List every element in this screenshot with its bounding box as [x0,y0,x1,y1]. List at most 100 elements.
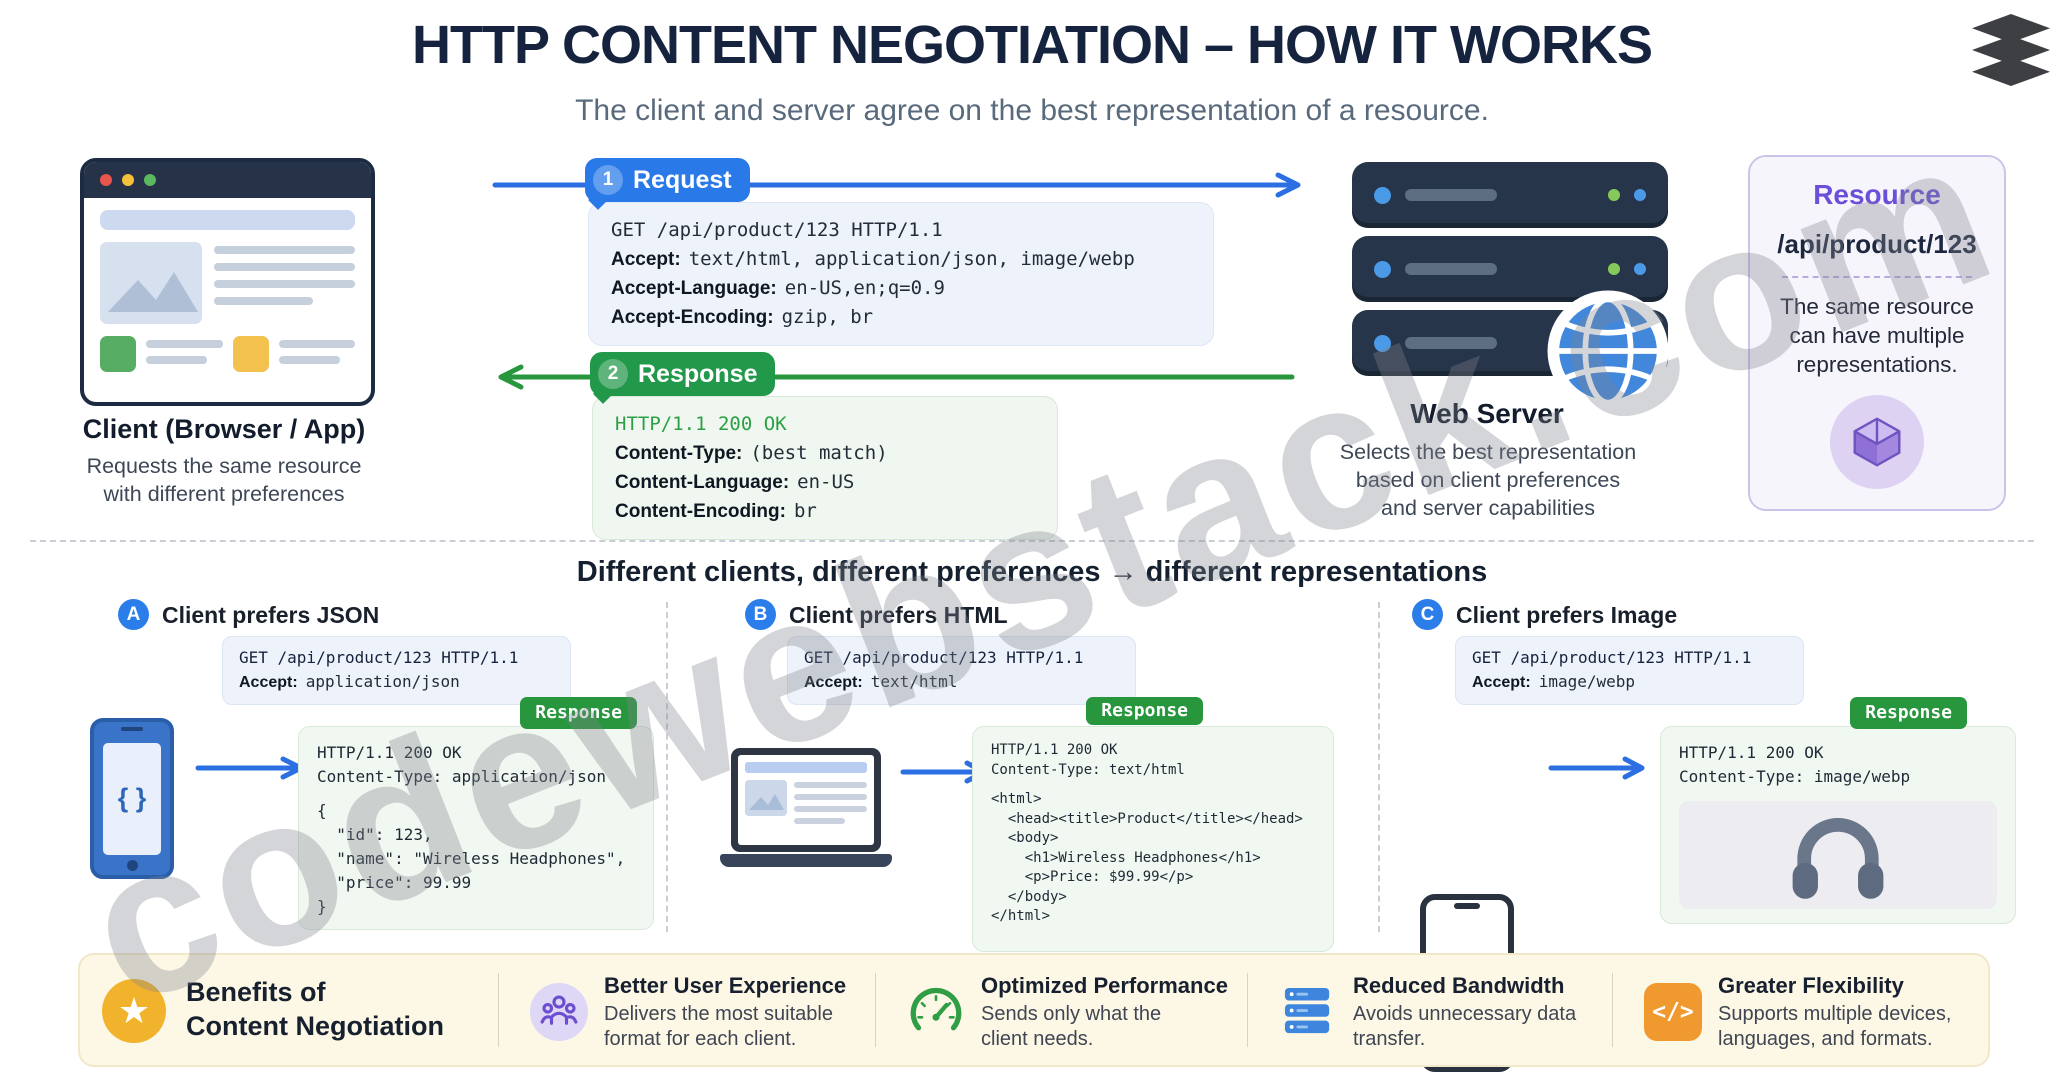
scenario-a-request-box: GET /api/product/123 HTTP/1.1 Accept:app… [222,636,571,705]
benefits-title: Benefits of Content Negotiation [186,977,444,1041]
html-body: <html> <head><title>Product</title></hea… [991,791,1303,924]
client-browser-illustration [80,158,375,406]
benefit-title: Greater Flexibility [1718,973,1904,998]
request-line: Accept:image/webp [1472,672,1636,691]
scenarios-heading: Different clients, different preferences… [576,556,1488,588]
scenario-c-arrow [1548,756,1645,780]
json-body: { "id": 123, "name": "Wireless Headphone… [317,801,626,916]
client-caption: Requests the same resource with differen… [86,454,362,506]
page-subtitle: The client and server agree on the best … [575,94,1489,127]
benefit-item: </> Greater Flexibility Supports multipl… [1644,955,1983,1069]
browser-page [84,198,371,384]
client-title: Client (Browser / App) [82,414,366,444]
scenario-a-response-box: Response HTTP/1.1 200 OK Content-Type: a… [298,697,654,930]
smartphone-json-icon: { } [90,718,174,879]
scenario-c-response-box: Response HTTP/1.1 200 OK Content-Type: i… [1660,697,2016,924]
headphones-image [1679,801,1997,909]
step-label: Response [638,359,758,388]
step-number: 1 [593,165,623,195]
page-title: HTTP CONTENT NEGOTIATION – HOW IT WORKS [412,15,1653,75]
request-line: Accept-Encoding:gzip, br [611,306,874,328]
image-placeholder-icon [100,242,202,324]
scenario-a-arrow [195,756,304,780]
request-line: GET /api/product/123 HTTP/1.1 [239,648,519,667]
scenario-b-title: Client prefers HTML [789,602,1008,628]
benefits-divider [498,973,499,1047]
request-headers-box: GET /api/product/123 HTTP/1.1 Accept:tex… [588,202,1214,346]
response-badge: Response [1850,697,1967,729]
request-line: GET /api/product/123 HTTP/1.1 [804,648,1084,667]
server-title: Web Server [1410,398,1564,429]
request-line: Accept:application/json [239,672,460,691]
request-line: Accept:text/html [804,672,958,691]
response-status: HTTP/1.1 200 OK [317,743,462,762]
benefit-item: Optimized Performance Sends only what th… [907,955,1228,1069]
scenario-b-response-box: Response HTTP/1.1 200 OK Content-Type: t… [972,697,1334,952]
window-dot-green [144,174,156,186]
star-icon: ★ [102,979,166,1043]
step-label: Request [633,165,732,194]
benefit-item: Better User Experience Delivers the most… [530,955,849,1069]
request-step-badge: 1 Request [585,158,750,202]
benefits-divider [1612,973,1613,1047]
scenario-c-request-box: GET /api/product/123 HTTP/1.1 Accept:ima… [1455,636,1804,705]
green-tile [100,336,136,372]
response-line: Content-Encoding:br [615,500,817,522]
response-badge: Response [520,697,637,729]
response-headers-box: HTTP/1.1 200 OK Content-Type:(best match… [592,396,1058,540]
braces-glyph: { } [103,742,161,855]
resource-caption: The same resource can have multiple repr… [1780,294,1974,377]
benefit-desc: Delivers the most suitable format for ea… [604,1003,833,1050]
request-line: Accept-Language:en-US,en;q=0.9 [611,277,945,299]
yellow-tile [232,336,269,372]
column-divider [666,602,668,932]
laptop-icon [720,748,892,867]
response-status: HTTP/1.1 200 OK [1679,743,1824,762]
benefit-desc: Supports multiple devices, languages, an… [1718,1003,1952,1050]
browser-titlebar [84,162,371,198]
scenario-b-request-box: GET /api/product/123 HTTP/1.1 Accept:tex… [787,636,1136,705]
benefit-desc: Sends only what the client needs. [981,1003,1162,1050]
stacked-layers-icon [1963,12,2059,93]
response-line: Content-Type:(best match) [615,442,888,464]
window-dot-yellow [122,174,134,186]
benefit-title: Better User Experience [604,973,847,998]
scenario-c-badge: C [1412,599,1443,630]
resource-card: Resource /api/product/123 The same resou… [1748,155,2006,511]
benefit-title: Reduced Bandwidth [1353,973,1565,998]
scenario-a-title: Client prefers JSON [162,602,380,628]
benefits-divider [875,973,876,1047]
scenario-a-badge: A [118,599,149,630]
benefits-bar: ★ Benefits of Content Negotiation Better… [78,953,1990,1067]
response-content-type: Content-Type: image/webp [1679,767,1911,786]
response-step-badge: 2 Response [590,352,776,396]
cube-icon [1830,395,1924,489]
response-badge: Response [1086,697,1203,725]
resource-title: Resource [1813,179,1941,210]
benefit-title: Optimized Performance [981,973,1228,998]
code-icon: </> [1644,983,1702,1041]
response-line: Content-Language:en-US [615,471,855,493]
globe-icon [1547,290,1669,412]
server-stack-icon [1279,983,1337,1041]
benefits-divider [1247,973,1248,1047]
gauge-icon [907,983,965,1041]
scenario-c-title: Client prefers Image [1456,602,1678,628]
response-content-type: Content-Type: text/html [991,761,1185,778]
request-line: GET /api/product/123 HTTP/1.1 [1472,648,1752,667]
users-icon [530,983,588,1041]
window-dot-red [100,174,112,186]
dashed-divider [1782,276,1972,278]
column-divider [1378,602,1380,932]
request-line: Accept:text/html, application/json, imag… [611,248,1135,270]
response-status: HTTP/1.1 200 OK [615,413,787,435]
response-content-type: Content-Type: application/json [317,767,606,786]
response-status: HTTP/1.1 200 OK [991,742,1118,758]
benefit-desc: Avoids unnecessary data transfer. [1353,1003,1577,1050]
server-caption: Selects the best representation based on… [1339,440,1637,520]
resource-path: /api/product/123 [1777,229,1977,259]
scenario-b-badge: B [745,599,776,630]
request-line: GET /api/product/123 HTTP/1.1 [611,219,943,241]
benefit-item: Reduced Bandwidth Avoids unnecessary dat… [1279,955,1588,1069]
horizontal-dashed-divider [30,540,2034,542]
